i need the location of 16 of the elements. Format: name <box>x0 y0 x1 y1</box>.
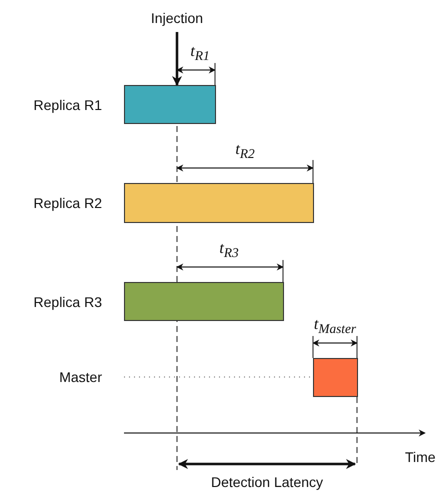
row-label: Master <box>58 369 102 385</box>
row-label: Replica R2 <box>32 195 102 211</box>
dimension-label: t$_{R1}$ <box>189 44 211 64</box>
dimension-label: Detection Latency <box>210 474 324 490</box>
dimension-label: t$_{R3}$ <box>218 241 240 262</box>
time-bar <box>124 282 284 321</box>
axis-label: Time <box>405 449 437 465</box>
row-label: Replica R1 <box>32 96 102 112</box>
dimension-label: t$_{R2}$ <box>234 142 256 162</box>
row-label: Replica R3 <box>32 294 102 310</box>
arrow <box>172 32 182 86</box>
time-bar <box>124 85 216 124</box>
time-bar <box>124 183 314 223</box>
time-bar <box>313 358 358 397</box>
dimension-label: t$_{Master}$ <box>312 317 358 338</box>
event-label: Injection <box>140 10 214 28</box>
